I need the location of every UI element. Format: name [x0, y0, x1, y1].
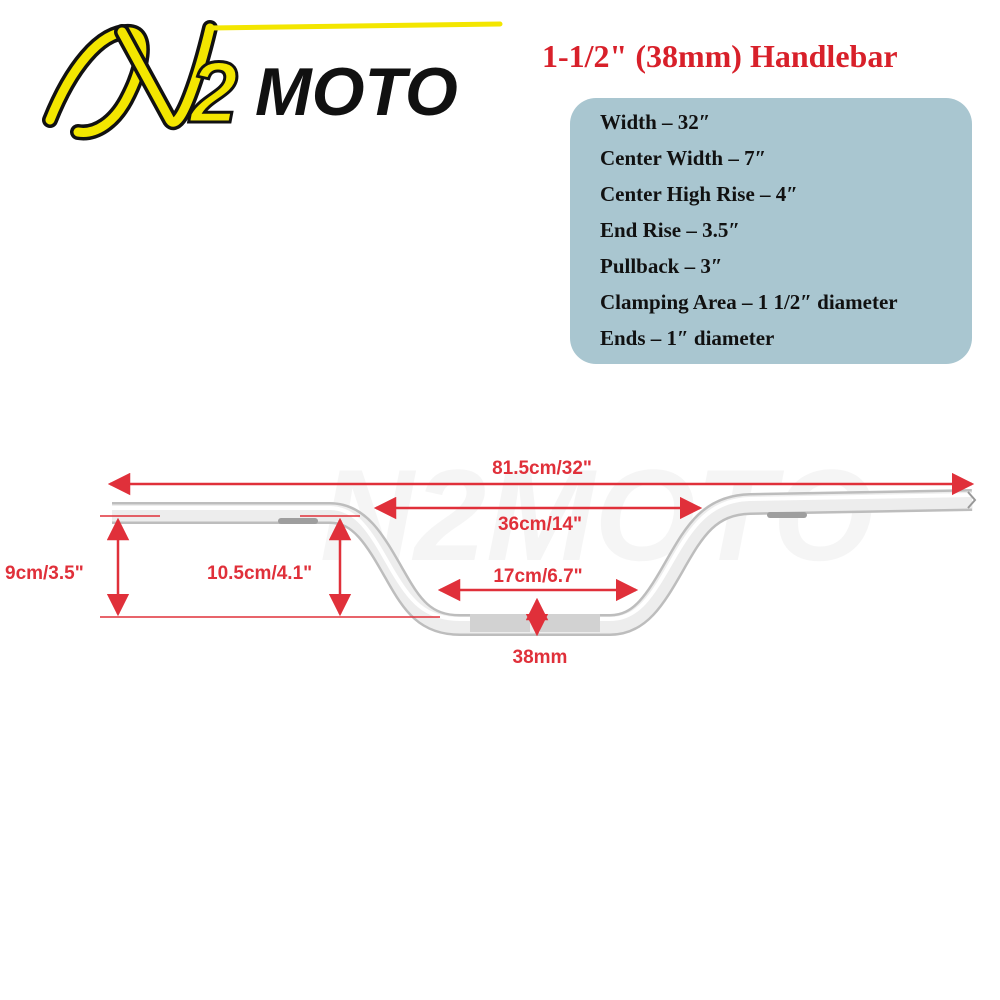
- spec-pullback: Pullback – 3″: [600, 254, 723, 278]
- inner-width-label: 36cm/14": [498, 514, 582, 535]
- n2moto-logo: 2 MOTO: [42, 20, 503, 143]
- page-title: 1-1/2" (38mm) Handlebar: [542, 38, 898, 74]
- handlebar-diagram: N2MOTO 81.5cm/32" 36cm/14" 17cm/6.7" 9cm…: [5, 442, 977, 668]
- logo-number-2: 2: [188, 45, 238, 141]
- spec-end-rise: End Rise – 3.5″: [600, 218, 740, 242]
- clamp-diameter-label: 38mm: [513, 647, 568, 668]
- end-rise-label: 9cm/3.5": [5, 563, 84, 584]
- logo-swoosh-icon: [42, 20, 503, 141]
- spec-center-high-rise: Center High Rise – 4″: [600, 182, 798, 206]
- overall-width-label: 81.5cm/32": [492, 458, 592, 479]
- spec-width: Width – 32″: [600, 110, 711, 134]
- center-rise-label: 10.5cm/4.1": [207, 563, 312, 584]
- logo-wordmark: MOTO: [255, 54, 458, 130]
- spec-center-width: Center Width – 7″: [600, 146, 767, 170]
- spec-clamping-area: Clamping Area – 1 1/2″ diameter: [600, 290, 898, 314]
- spec-box: Width – 32″ Center Width – 7″ Center Hig…: [570, 98, 972, 364]
- center-width-label: 17cm/6.7": [493, 566, 582, 587]
- spec-ends: Ends – 1″ diameter: [600, 326, 775, 350]
